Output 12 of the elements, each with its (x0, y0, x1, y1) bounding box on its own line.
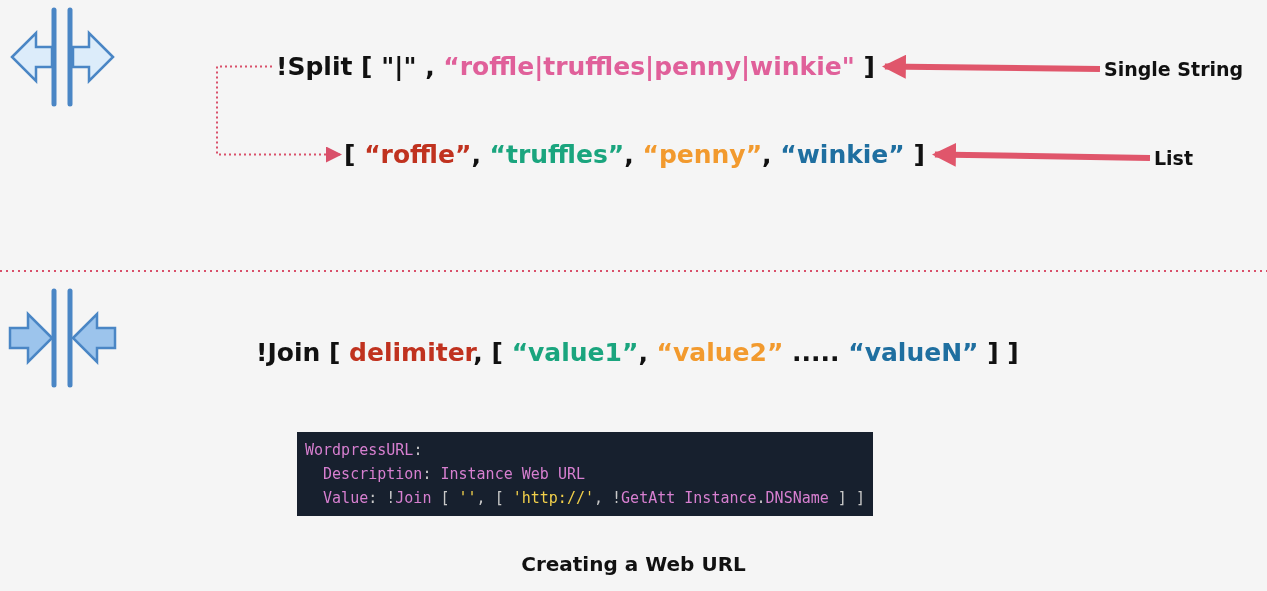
code-line: Value: !Join [ '', [ 'http://', !GetAtt Instance.DNSName ] ] (322, 488, 865, 509)
code-line: Description: Instance Web URL (322, 464, 586, 485)
expression-text: [ “roffle”, “truffles”, “penny”, “winkie” ] (340, 138, 929, 171)
expression-text: !Split [ "|" , “roffle|truffles|penny|winkie" ] (272, 50, 879, 83)
arrow (881, 54, 1101, 79)
annotation-label: Single String (1100, 56, 1248, 82)
arrow (931, 142, 1151, 167)
caption-text: Creating a Web URL (521, 552, 746, 576)
arrow (216, 65, 342, 163)
expression-text: !Join [ delimiter, [ “value1”, “value2” ..... “valueN” ] ] (255, 337, 1020, 369)
code-line: WordpressURL: (305, 440, 424, 461)
annotation-label: List (1150, 145, 1197, 171)
